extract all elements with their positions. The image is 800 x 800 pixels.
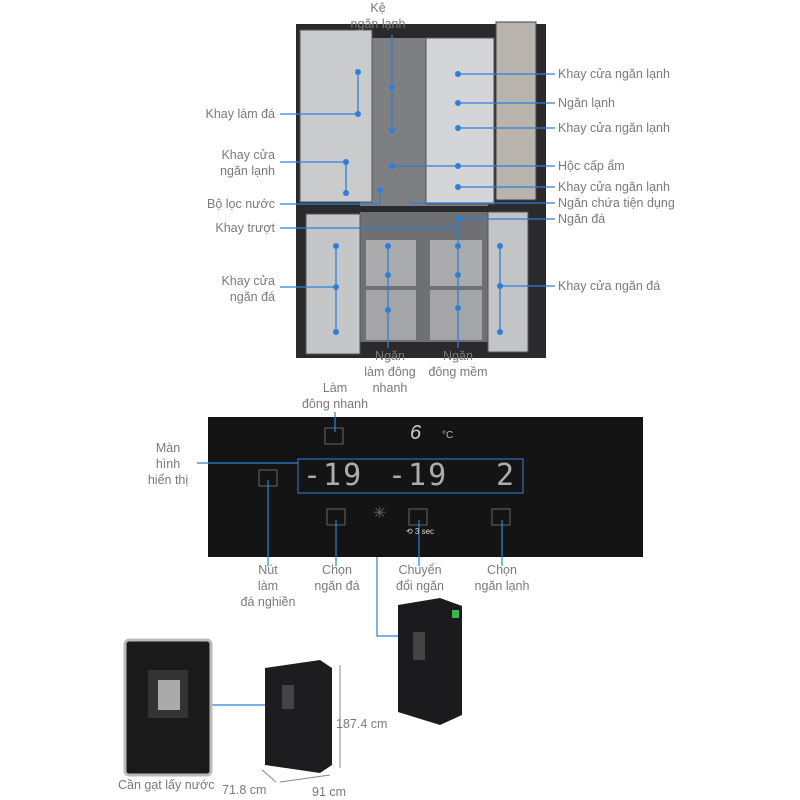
label-switch: Chuyển đổi ngăn <box>396 562 444 594</box>
label-line: nhanh <box>372 381 408 395</box>
label-line: Màn <box>155 441 181 455</box>
dimension-width: 91 cm <box>312 785 347 799</box>
unit-celsius: °C <box>442 430 454 441</box>
label-line: Khay cửa <box>221 274 275 288</box>
fridge-open-image <box>296 21 546 358</box>
hold-hint: ⟲ 3 sec <box>406 527 435 536</box>
label-line: Nút <box>258 563 278 577</box>
control-panel <box>208 417 643 557</box>
label-select-fridge: Chọn ngăn lạnh <box>475 562 530 594</box>
display-switch-temp: -19 <box>388 458 449 493</box>
label-shelf: Kệ ngăn lạnh <box>351 0 406 32</box>
label-right-8: Khay cửa ngăn đá <box>558 279 661 293</box>
label-water-filter: Bộ lọc nước <box>207 196 275 212</box>
label-ice-tray: Khay làm đá <box>206 106 275 122</box>
label-line: đông nhanh <box>301 397 369 411</box>
label-line: Khay làm đá <box>205 107 275 121</box>
label-line: ngăn đá <box>314 579 360 593</box>
label-right-1: Khay cửa ngăn lạnh <box>558 67 670 81</box>
label-right-6: Ngăn chứa tiện dụng <box>558 196 675 210</box>
label-right-3: Khay cửa ngăn lạnh <box>558 121 670 135</box>
quick-freeze-button <box>324 427 344 445</box>
brand-mark: 6 <box>410 422 422 444</box>
label-line: Ngăn <box>375 349 405 363</box>
label-sliding-tray: Khay trượt <box>215 220 275 236</box>
label-line: ngăn lạnh <box>350 17 406 31</box>
snowflake-icon: ✳ <box>373 505 387 522</box>
switch-button <box>408 508 428 526</box>
display-frame <box>297 458 524 494</box>
label-right-5: Khay cửa ngăn lạnh <box>558 180 670 194</box>
select-fridge-button <box>491 508 511 526</box>
label-right-2: Ngăn lạnh <box>558 96 615 110</box>
label-line: Kệ <box>370 1 386 15</box>
label-line: Chọn <box>487 563 517 577</box>
label-line: hiển thị <box>147 473 189 487</box>
label-right-4: Hộc cấp ẩm <box>558 159 625 173</box>
label-line: Khay trượt <box>215 221 275 235</box>
label-water-lever: Cần gạt lấy nước <box>118 778 215 792</box>
label-line: làm <box>257 579 279 593</box>
label-line: đổi ngăn <box>396 579 444 593</box>
label-soft-freeze-drawer: Ngăn đông mềm <box>428 348 487 380</box>
label-line: Làm <box>322 381 348 395</box>
fridge-angled-image <box>398 598 462 725</box>
display-fridge-temp: 2 <box>496 458 517 493</box>
label-line: hình <box>155 457 181 471</box>
label-line: đông mềm <box>428 365 488 379</box>
callout-dots <box>333 69 503 335</box>
label-line: Ngăn <box>443 349 473 363</box>
label-line: ngăn lạnh <box>220 164 275 178</box>
label-quick-freeze: Làm đông nhanh <box>302 380 368 412</box>
fridge-dimensions-image <box>261 660 341 783</box>
label-fridge-door-tray: Khay cửa ngăn lạnh <box>220 147 275 179</box>
label-line: ngăn lạnh <box>474 579 530 593</box>
label-line: Chọn <box>322 563 352 577</box>
label-line: làm đông <box>364 365 416 379</box>
label-line: đá nghiền <box>240 595 296 609</box>
label-right-7: Ngăn đá <box>558 212 606 226</box>
label-quick-freeze-drawer: Ngăn làm đông nhanh <box>364 348 415 396</box>
panel-callouts <box>197 412 503 706</box>
label-display: Màn hình hiển thị <box>148 440 188 488</box>
label-line: Chuyển <box>398 563 442 577</box>
label-select-freezer: Chọn ngăn đá <box>314 562 359 594</box>
dimension-depth: 71.8 cm <box>222 783 267 797</box>
label-line: ngăn đá <box>229 290 275 304</box>
label-line: Bộ lọc nước <box>207 197 275 211</box>
label-crushed-ice: Nút làm đá nghiền <box>241 562 296 610</box>
label-freezer-door-tray: Khay cửa ngăn đá <box>221 273 275 305</box>
label-line: Khay cửa <box>221 148 275 162</box>
dispenser-closeup-image <box>123 638 213 777</box>
dimension-height: 187.4 cm <box>336 717 388 731</box>
display-freezer-temp: -19 <box>303 458 364 493</box>
